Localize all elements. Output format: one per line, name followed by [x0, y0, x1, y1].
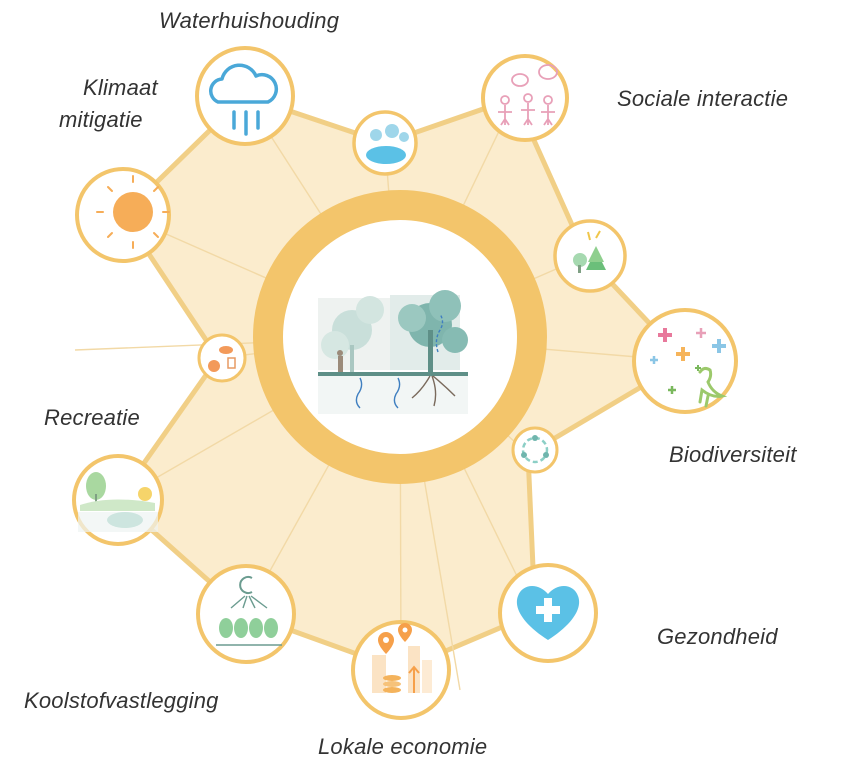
sun-icon: [75, 167, 171, 263]
heart-plus-icon: [498, 563, 598, 663]
recycle-cycle-icon: [511, 426, 559, 474]
label-recreation: Recreatie: [44, 405, 140, 430]
pond-icon: [352, 110, 418, 176]
label-health: Gezondheid: [657, 624, 778, 649]
tree-signal-icon: [553, 219, 627, 293]
park-landscape-icon: [72, 454, 164, 546]
label-carbon: Koolstofvastlegging: [24, 688, 219, 713]
carbon-trees-icon: [196, 564, 296, 664]
people-talking-icon: [481, 54, 569, 142]
label-biodiversity: Biodiversiteit: [669, 442, 797, 467]
heron-plus-icon: [632, 308, 738, 414]
coins-location-icon: [351, 620, 451, 720]
label-economy: Lokale economie: [318, 734, 488, 759]
rain-cloud-icon: [195, 46, 295, 146]
trees-soil-infiltration-icon: [318, 290, 468, 414]
label-water: Waterhuishouding: [159, 8, 340, 33]
label-climate-line2: mitigatie: [59, 107, 143, 132]
label-climate-line1: Klimaat: [83, 75, 158, 100]
label-social: Sociale interactie: [617, 86, 789, 111]
food-icon: [197, 333, 247, 383]
